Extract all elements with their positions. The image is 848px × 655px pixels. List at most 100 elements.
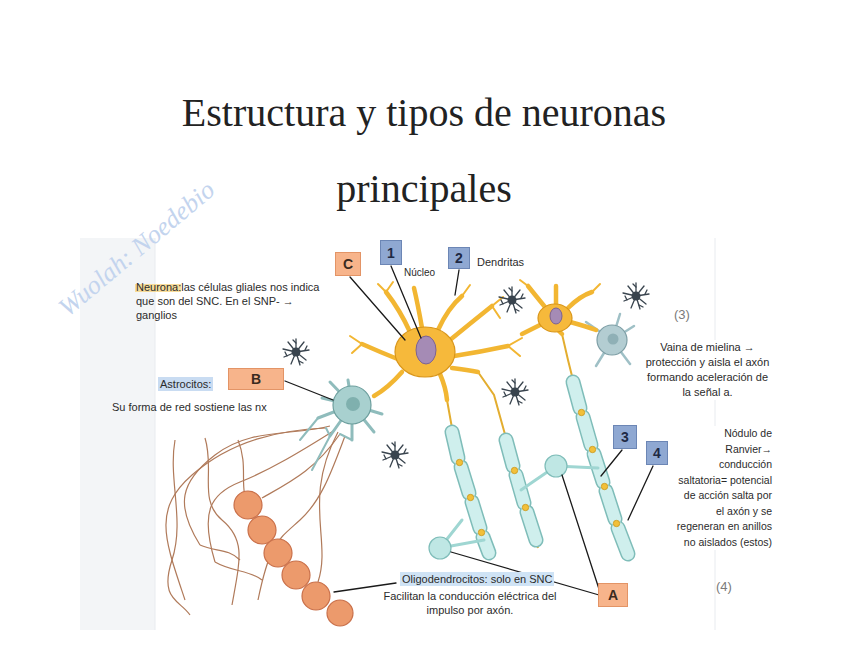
myelinated-axon	[506, 440, 513, 466]
callout-box: 1	[380, 240, 402, 265]
myelinated-axon	[583, 417, 591, 445]
astrocyte	[312, 436, 330, 470]
astrocyte	[300, 418, 318, 440]
pencil-mark: (4)	[716, 578, 732, 595]
neuron	[538, 304, 572, 332]
neuron	[362, 286, 596, 400]
highlighted-term: Astrocitos:	[158, 377, 213, 391]
leader-line	[628, 466, 653, 520]
part-label: Núcleo	[404, 266, 435, 279]
myelinated-axon	[527, 512, 536, 540]
myelinated-axon	[472, 502, 480, 528]
callout-letter: C	[343, 256, 353, 272]
myelinated-axon	[478, 529, 484, 535]
neuron	[570, 322, 596, 330]
neuron	[554, 286, 559, 305]
neuron	[522, 324, 542, 334]
pencil-mark: (3)	[674, 306, 690, 323]
leader-line	[455, 270, 459, 295]
microglia	[623, 283, 649, 309]
neuron	[528, 286, 545, 307]
microglia	[499, 287, 525, 313]
callout-box: B	[228, 368, 284, 390]
callout-letter: 2	[455, 250, 463, 266]
neuron	[452, 368, 478, 372]
neuron	[352, 344, 362, 353]
microglia	[502, 379, 528, 405]
callout-letter: B	[251, 371, 261, 387]
neuron	[520, 280, 528, 286]
astrocyte	[597, 325, 627, 355]
neuron	[350, 280, 600, 356]
leader-line	[285, 381, 333, 400]
blood-vessel-cell	[327, 600, 353, 626]
myelinated-axon	[461, 467, 469, 493]
myelinated-axon	[573, 382, 580, 408]
myelinated-axon	[618, 528, 628, 554]
myelinated-axon	[447, 334, 630, 560]
blood-vessel	[258, 436, 345, 600]
neuron	[454, 346, 508, 356]
blood-vessel	[200, 545, 240, 560]
neuron	[462, 285, 470, 296]
note-text: Neurona:las células gliales nos indica q…	[136, 280, 332, 322]
oligodendrocyte	[429, 537, 451, 559]
astrocyte	[340, 434, 352, 440]
neuron	[374, 372, 402, 396]
myelinated-axon	[527, 512, 536, 540]
myelinated-axon	[606, 491, 615, 519]
leader-line	[601, 450, 622, 476]
neuron	[395, 327, 455, 377]
myelinated-axon	[573, 382, 580, 408]
neuron	[362, 344, 400, 360]
myelinated-axon	[467, 494, 473, 500]
callout-box: 2	[448, 247, 470, 269]
myelinated-axon	[589, 446, 595, 452]
astrocyte	[326, 428, 330, 436]
myelinated-axon	[452, 382, 628, 554]
neuron	[386, 282, 393, 292]
neuron	[438, 296, 462, 330]
neuron	[508, 346, 520, 356]
astrocyte	[608, 334, 619, 345]
astrocyte	[586, 314, 634, 366]
myelinated-axon	[456, 459, 462, 465]
callout-letter: A	[608, 587, 618, 603]
callout-box: 3	[613, 425, 637, 449]
callout-letter: 1	[387, 245, 395, 261]
myelinated-axon	[447, 400, 490, 558]
microglia	[382, 442, 408, 468]
neuron	[416, 336, 436, 364]
blood-vessel	[205, 438, 239, 605]
oligodendrocyte	[440, 466, 598, 548]
panel	[80, 238, 715, 630]
myelinated-axon	[601, 483, 607, 489]
neuron	[350, 280, 600, 400]
myelinated-axon	[452, 432, 458, 458]
leader-line	[350, 277, 405, 340]
callout-letter: 3	[621, 429, 629, 445]
myelinated-axon	[452, 432, 458, 458]
callout-letter: 4	[653, 445, 661, 461]
myelinated-axon	[511, 467, 517, 473]
myelinated-axon	[461, 467, 469, 493]
myelinated-axon	[472, 502, 480, 528]
note-text: Facilitan la conducción eléctrica del im…	[370, 589, 570, 617]
neuron	[508, 338, 522, 346]
neuron	[492, 306, 500, 318]
myelinated-axon	[456, 409, 619, 535]
myelinated-axon	[478, 372, 538, 548]
neuron	[592, 284, 600, 292]
blood-vessel-cell	[234, 491, 353, 626]
astrocyte	[300, 380, 382, 470]
leader-line	[562, 475, 599, 589]
astrocyte	[346, 397, 360, 411]
blood-vessel	[166, 426, 345, 615]
blood-vessel-cell	[234, 491, 262, 519]
note-text: Nódulo de Ranvier→ conducción saltatoria…	[674, 426, 774, 550]
microglia	[283, 339, 309, 365]
blood-vessel-cell	[264, 539, 292, 567]
neuron	[350, 336, 362, 344]
leader-line	[285, 266, 653, 595]
blood-vessel-cell	[282, 561, 310, 589]
